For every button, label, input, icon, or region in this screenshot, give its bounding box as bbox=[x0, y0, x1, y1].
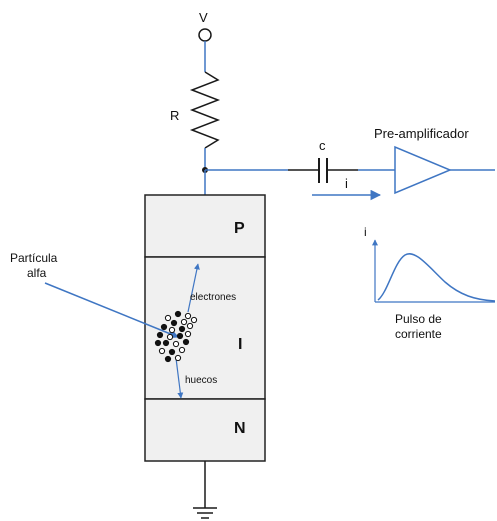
charge-carrier-cloud bbox=[154, 310, 198, 363]
electron-dot bbox=[190, 316, 198, 324]
capacitor-label: c bbox=[319, 138, 326, 153]
i-layer-label: I bbox=[238, 336, 242, 353]
resistor bbox=[189, 71, 221, 149]
electron-dot bbox=[174, 354, 182, 362]
particle-label-line1: Partícula bbox=[10, 251, 58, 265]
hole-dot bbox=[182, 338, 190, 346]
pulse-label-line1: Pulso de bbox=[395, 312, 442, 326]
hole-dot bbox=[176, 332, 184, 340]
electron-dot bbox=[184, 312, 192, 320]
preamplifier-triangle bbox=[394, 145, 452, 195]
electrons-arrow bbox=[187, 263, 200, 313]
hole-dot bbox=[178, 325, 186, 333]
particle-label-line2: alfa bbox=[27, 266, 47, 280]
electron-dot bbox=[164, 314, 172, 322]
electron-dot bbox=[166, 333, 174, 341]
electron-dot bbox=[168, 326, 176, 334]
hole-dot bbox=[168, 348, 176, 356]
alpha-particle-arrow bbox=[44, 282, 179, 339]
pulse-label-line2: corriente bbox=[395, 327, 442, 341]
holes-label: huecos bbox=[185, 375, 217, 386]
n-layer-label: N bbox=[234, 420, 246, 437]
hole-dot bbox=[170, 319, 178, 327]
electron-dot bbox=[178, 346, 186, 354]
hole-dot bbox=[154, 339, 162, 347]
hole-dot bbox=[164, 355, 172, 363]
electron-dot bbox=[172, 340, 180, 348]
electron-dot bbox=[180, 318, 188, 326]
hole-dot bbox=[160, 323, 168, 331]
current-label: i bbox=[345, 176, 348, 191]
p-layer bbox=[144, 194, 266, 258]
hole-dot bbox=[162, 339, 170, 347]
electron-dot bbox=[158, 347, 166, 355]
holes-arrow bbox=[175, 357, 184, 399]
pulse-curve bbox=[377, 253, 496, 302]
n-layer bbox=[144, 398, 266, 462]
preamplifier-label: Pre-amplificador bbox=[374, 126, 469, 141]
electrons-label: electrones bbox=[190, 292, 236, 303]
resistor-label: R bbox=[170, 108, 179, 123]
supply-label: V bbox=[199, 10, 208, 25]
electron-dot bbox=[186, 322, 194, 330]
pulse-axis-label: i bbox=[364, 225, 367, 239]
supply-terminal bbox=[198, 28, 212, 42]
electron-dot bbox=[184, 330, 192, 338]
hole-dot bbox=[156, 331, 164, 339]
hole-dot bbox=[174, 310, 182, 318]
ground-symbol bbox=[193, 507, 217, 519]
p-layer-label: P bbox=[234, 220, 245, 237]
